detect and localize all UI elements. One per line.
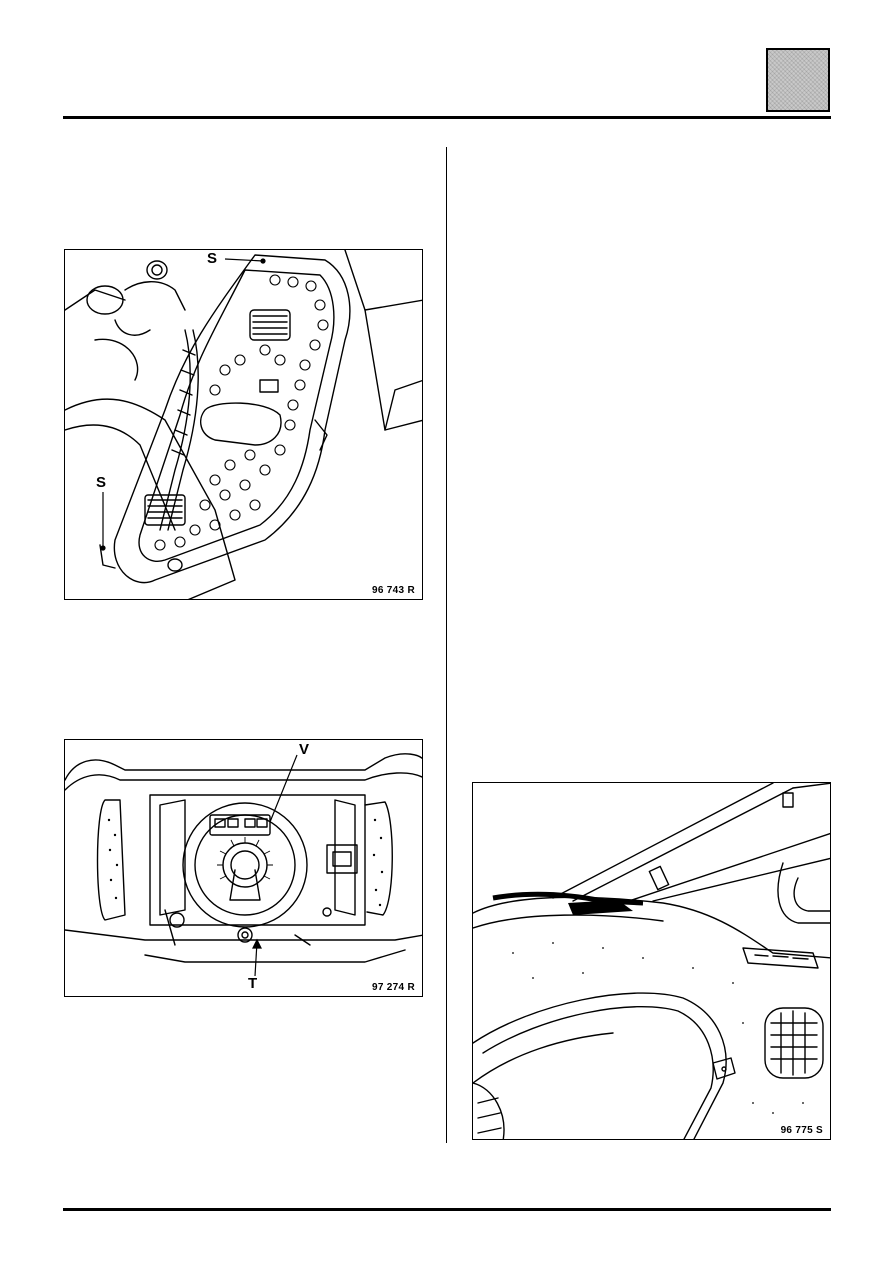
header-rule [63,116,831,119]
figure-reference: 97 274 R [371,982,416,993]
figure-instrument-panel: S S 96 743 R [64,249,423,600]
steering-column-drawing [65,753,422,977]
section-tab-box [766,48,830,112]
figure-reference: 96 775 S [779,1125,824,1136]
instrument-panel-drawing [65,250,422,599]
figure-dashboard: 96 775 S [472,782,831,1140]
callout-v: V [299,741,310,758]
footer-rule [63,1208,831,1211]
figure-reference: 96 743 R [371,585,416,596]
dashboard-drawing [473,783,830,1139]
callout-s-left: S [96,474,107,491]
column-divider [446,147,447,1143]
callout-s-top: S [207,250,218,267]
callout-t: T [248,975,258,992]
figure-steering-column: V T 97 274 R [64,739,423,997]
